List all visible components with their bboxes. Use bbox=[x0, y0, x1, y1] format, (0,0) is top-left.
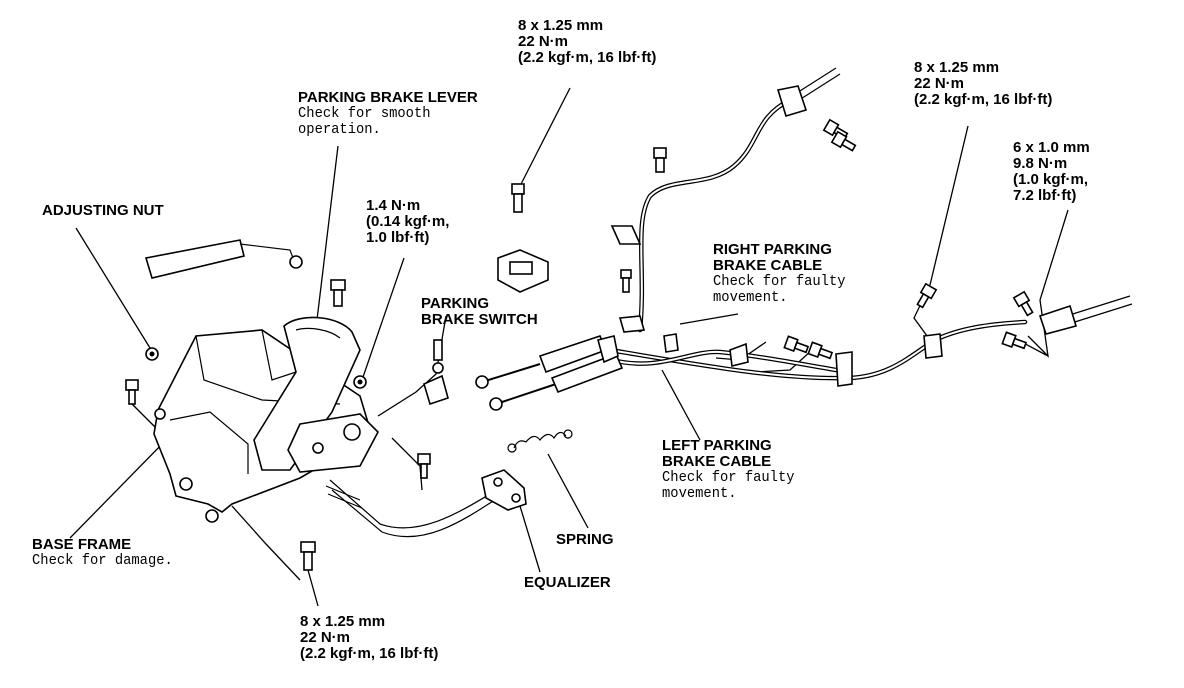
parking-brake-switch-part bbox=[423, 339, 449, 406]
leader-lines bbox=[69, 87, 1069, 607]
label-title: EQUALIZER bbox=[524, 574, 611, 591]
torque-spec-switch: 1.4 N·m (0.14 kgf·m, 1.0 lbf·ft) bbox=[366, 198, 449, 246]
torque-alt-units-2: 7.2 lbf·ft) bbox=[1013, 187, 1077, 204]
label-title-2: BRAKE CABLE bbox=[662, 453, 772, 470]
label-note: operation. bbox=[298, 121, 381, 138]
torque-alt-units-2: 1.0 lbf·ft) bbox=[366, 229, 430, 246]
equalizer-part bbox=[481, 469, 527, 511]
equalizer-label: EQUALIZER bbox=[524, 575, 611, 591]
label-title: LEFT PARKING bbox=[662, 437, 772, 454]
torque-spec-bottom: 8 x 1.25 mm 22 N·m (2.2 kgf·m, 16 lbf·ft… bbox=[300, 614, 438, 662]
torque-spec-top: 8 x 1.25 mm 22 N·m (2.2 kgf·m, 16 lbf·ft… bbox=[518, 18, 656, 66]
label-title: PARKING bbox=[421, 295, 490, 312]
label-note: Check for faulty bbox=[713, 273, 846, 290]
torque-spec-far-right: 6 x 1.0 mm 9.8 N·m (1.0 kgf·m, 7.2 lbf·f… bbox=[1013, 140, 1090, 204]
torque-size: 8 x 1.25 mm bbox=[914, 59, 1000, 76]
torque-alt-units: (2.2 kgf·m, 16 lbf·ft) bbox=[518, 49, 657, 66]
label-note: movement. bbox=[713, 289, 788, 306]
label-title: RIGHT PARKING bbox=[713, 241, 832, 258]
torque-spec-right: 8 x 1.25 mm 22 N·m (2.2 kgf·m, 16 lbf·ft… bbox=[914, 60, 1052, 108]
torque-size: 8 x 1.25 mm bbox=[518, 17, 604, 34]
torque-size: 6 x 1.0 mm bbox=[1013, 139, 1090, 156]
parking-brake-lever-label: PARKING BRAKE LEVER Check for smooth ope… bbox=[298, 90, 478, 138]
label-note: Check for faulty bbox=[662, 469, 795, 486]
torque-value: 1.4 N·m bbox=[366, 197, 421, 214]
label-title: ADJUSTING NUT bbox=[42, 202, 164, 219]
base-frame-label: BASE FRAME Check for damage. bbox=[32, 537, 185, 569]
torque-value: 9.8 N·m bbox=[1013, 155, 1068, 172]
torque-value: 22 N·m bbox=[300, 629, 351, 646]
parking-brake-switch-label: PARKING BRAKE SWITCH bbox=[421, 296, 538, 328]
bolts bbox=[125, 118, 1034, 571]
label-note: Check for damage. bbox=[32, 552, 173, 569]
torque-alt-units: (2.2 kgf·m, 16 lbf·ft) bbox=[914, 91, 1053, 108]
label-title-2: BRAKE CABLE bbox=[713, 257, 823, 274]
spring-part bbox=[507, 429, 573, 453]
torque-alt-units: (2.2 kgf·m, 16 lbf·ft) bbox=[300, 645, 439, 662]
brackets bbox=[497, 85, 1078, 387]
left-parking-brake-cable-label: LEFT PARKING BRAKE CABLE Check for fault… bbox=[662, 438, 806, 502]
torque-size: 8 x 1.25 mm bbox=[300, 613, 386, 630]
label-title: BASE FRAME bbox=[32, 536, 132, 553]
right-parking-brake-cable-label: RIGHT PARKING BRAKE CABLE Check for faul… bbox=[713, 242, 857, 306]
torque-value: 22 N·m bbox=[914, 75, 965, 92]
spring-label: SPRING bbox=[556, 532, 614, 548]
label-title: PARKING BRAKE LEVER bbox=[298, 89, 478, 106]
adjusting-nut-label: ADJUSTING NUT bbox=[42, 203, 164, 219]
label-title: SPRING bbox=[556, 531, 614, 548]
torque-alt-units: (1.0 kgf·m, bbox=[1013, 171, 1089, 188]
cables bbox=[329, 67, 1133, 538]
label-note: movement. bbox=[662, 485, 737, 502]
torque-alt-units: (0.14 kgf·m, bbox=[366, 213, 450, 230]
label-title-2: BRAKE SWITCH bbox=[421, 311, 538, 328]
label-note: Check for smooth bbox=[298, 105, 431, 122]
parking-brake-lever-assembly bbox=[144, 239, 379, 523]
torque-value: 22 N·m bbox=[518, 33, 569, 50]
